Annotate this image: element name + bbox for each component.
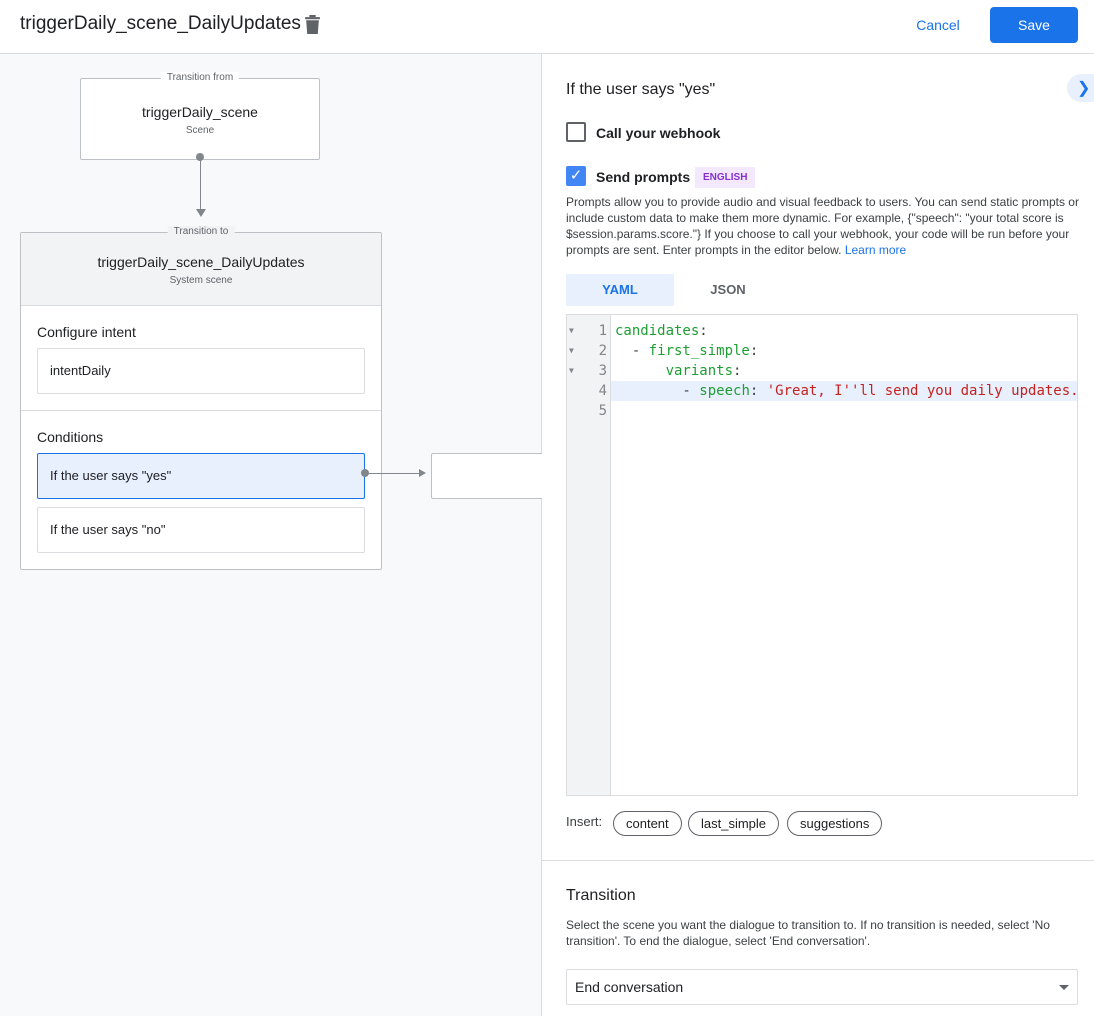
line-number: 5	[598, 403, 607, 419]
send-prompts-label: Send prompts	[596, 169, 691, 185]
code-indent: -	[615, 383, 700, 399]
fold-arrow-icon[interactable]: ▼	[569, 346, 574, 355]
editor-gutter	[567, 315, 611, 795]
insert-chip-content[interactable]: content	[613, 811, 682, 836]
code-sep: :	[733, 363, 742, 379]
webhook-checkbox[interactable]	[566, 122, 586, 142]
intent-item[interactable]: intentDaily	[37, 348, 365, 394]
code-line: 4 - speech: 'Great, I''ll send you daily…	[567, 381, 1079, 401]
to-scene-type: System scene	[169, 275, 233, 286]
description-text: Prompts allow you to provide audio and v…	[566, 195, 1079, 257]
line-number: 4	[598, 383, 607, 399]
code-indent: -	[615, 343, 649, 359]
connector-line	[200, 157, 201, 211]
transition-to-node: Transition to triggerDaily_scene_DailyUp…	[20, 226, 382, 570]
arrow-down-icon	[196, 209, 206, 217]
scene-header: Transition to triggerDaily_scene_DailyUp…	[21, 226, 381, 306]
cancel-button[interactable]: Cancel	[904, 9, 972, 41]
line-number: 3	[598, 363, 607, 379]
code-key: speech	[699, 383, 750, 399]
highlighted-line	[611, 381, 1077, 401]
condition-no[interactable]: If the user says "no"	[37, 507, 365, 553]
transition-description: Select the scene you want the dialogue t…	[566, 918, 1050, 948]
webhook-label: Call your webhook	[596, 125, 721, 141]
dropdown-arrow-icon	[1059, 985, 1069, 990]
send-prompts-checkbox[interactable]: ✓	[566, 166, 586, 186]
fold-arrow-icon[interactable]: ▼	[569, 366, 574, 375]
connector-dot	[196, 153, 204, 161]
transition-value: End conversation	[575, 979, 684, 995]
code-line: ▼ 2 - first_simple:	[567, 341, 1077, 361]
code-line: ▼ 3 variants:	[567, 361, 1077, 381]
header: triggerDaily_scene_DailyUpdates Cancel S…	[0, 0, 1094, 54]
learn-more-link[interactable]: Learn more	[844, 243, 907, 257]
insert-label: Insert:	[566, 814, 603, 829]
tab-json[interactable]: JSON	[710, 282, 746, 297]
arrow-right-icon	[419, 469, 426, 477]
code-sep: :	[699, 323, 708, 339]
code-editor[interactable]: ▼ 1 candidates: ▼ 2 - first_simple: ▼ 3 varian…	[566, 314, 1079, 796]
save-button[interactable]: Save	[990, 7, 1078, 43]
code-sep: :	[749, 343, 759, 359]
from-scene-name: triggerDaily_scene	[142, 104, 258, 120]
transition-from-legend: Transition from	[160, 72, 240, 83]
tab-yaml[interactable]: YAML	[566, 274, 674, 306]
code-line: 5	[567, 401, 1077, 421]
conditions-title: Conditions	[37, 429, 104, 445]
delete-icon[interactable]	[305, 15, 320, 34]
insert-chip-last-simple[interactable]: last_simple	[688, 811, 780, 836]
insert-chip-suggestions[interactable]: suggestions	[787, 811, 883, 836]
language-badge: ENGLISH	[695, 167, 756, 188]
transition-select[interactable]: End conversation	[566, 969, 1078, 1005]
connector-line	[365, 473, 421, 474]
transition-title: Transition	[566, 887, 636, 904]
code-indent	[615, 363, 666, 379]
details-panel: ❯ If the user says "yes" Call your webho…	[542, 54, 1094, 1016]
target-scene-node[interactable]	[431, 453, 543, 499]
prompts-description: Prompts allow you to provide audio and v…	[566, 194, 1086, 258]
code-key: variants	[665, 363, 734, 379]
code-line: ▼ 1 candidates:	[567, 321, 1077, 341]
fold-arrow-icon[interactable]: ▼	[569, 326, 574, 335]
transition-to-legend: Transition to	[167, 226, 235, 237]
flow-canvas: Transition from triggerDaily_scene Scene…	[0, 54, 543, 1016]
code-key: candidates	[615, 323, 700, 339]
page-title: triggerDaily_scene_DailyUpdates	[20, 13, 301, 34]
divider	[542, 860, 1094, 861]
code-key: first_simple	[648, 343, 750, 359]
transition-from-node[interactable]: Transition from triggerDaily_scene Scene	[80, 72, 320, 160]
chevron-right-icon[interactable]: ❯	[1067, 74, 1094, 102]
to-scene-name: triggerDaily_scene_DailyUpdates	[97, 254, 305, 270]
configure-intent-title: Configure intent	[37, 324, 136, 340]
line-number: 2	[598, 343, 607, 359]
line-number: 1	[598, 323, 607, 339]
panel-title: If the user says "yes"	[566, 81, 716, 98]
code-sep: :	[749, 383, 767, 399]
condition-yes[interactable]: If the user says "yes"	[37, 453, 365, 499]
check-icon: ✓	[569, 167, 583, 184]
divider	[21, 410, 381, 411]
from-scene-type: Scene	[185, 125, 215, 136]
code-string: 'Great, I''ll send you daily updates.	[766, 383, 1079, 399]
